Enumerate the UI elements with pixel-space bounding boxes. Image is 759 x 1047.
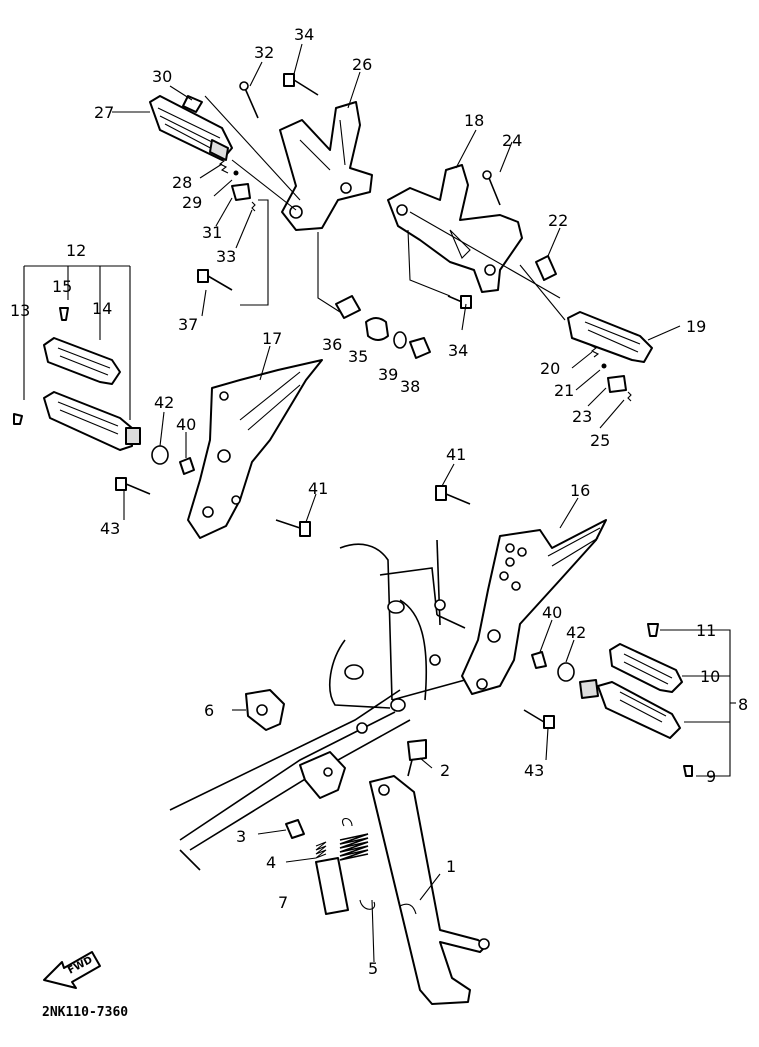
callout-41-left: 41	[308, 479, 328, 498]
callout-22: 22	[548, 211, 568, 230]
callout-32: 32	[254, 43, 274, 62]
callout-26: 26	[352, 55, 372, 74]
callout-35: 35	[348, 347, 368, 366]
callout-1: 1	[446, 857, 456, 876]
front-right-assembly	[435, 485, 736, 777]
pivot-hardware	[335, 295, 431, 359]
callout-23: 23	[572, 407, 592, 426]
callout-2: 2	[440, 761, 450, 780]
diagram-code: 2NK110-7360	[42, 1005, 128, 1020]
callout-4: 4	[266, 853, 276, 872]
callout-42-left: 42	[154, 393, 174, 412]
callout-11: 11	[696, 621, 716, 640]
callout-29: 29	[182, 193, 202, 212]
callout-13: 13	[10, 301, 30, 320]
callout-21: 21	[554, 381, 574, 400]
callout-19: 19	[686, 317, 706, 336]
callout-7: 7	[278, 893, 288, 912]
callout-20: 20	[540, 359, 560, 378]
callout-8: 8	[738, 695, 748, 714]
callout-17: 17	[262, 329, 282, 348]
callout-9: 9	[706, 767, 716, 786]
rear-left-bracket-assembly	[149, 73, 373, 313]
front-left-assembly	[13, 265, 323, 539]
callout-40-left: 40	[176, 415, 196, 434]
callout-39: 39	[378, 365, 398, 384]
side-stand-assembly	[245, 689, 490, 1005]
callout-6: 6	[204, 701, 214, 720]
callout-31: 31	[202, 223, 222, 242]
callout-25: 25	[590, 431, 610, 450]
callout-34-right: 34	[448, 341, 468, 360]
callout-24: 24	[502, 131, 522, 150]
callout-40-right: 40	[542, 603, 562, 622]
callout-36: 36	[322, 335, 342, 354]
callout-41-right: 41	[446, 445, 466, 464]
callout-5: 5	[368, 959, 378, 978]
callout-43-left: 43	[100, 519, 120, 538]
callout-15: 15	[52, 277, 72, 296]
callout-34-top: 34	[294, 25, 314, 44]
callout-43-right: 43	[524, 761, 544, 780]
callout-14: 14	[92, 299, 112, 318]
forward-arrow-icon: FWD	[43, 951, 101, 989]
callout-30: 30	[152, 67, 172, 86]
callout-33: 33	[216, 247, 236, 266]
callouts: 1 2 3 4 5 6 7 8 9 10 11 12 13 14 15 16 1…	[10, 25, 748, 978]
leader-lines	[112, 43, 700, 963]
callout-18: 18	[464, 111, 484, 130]
callout-16: 16	[570, 481, 590, 500]
rear-right-bracket-assembly	[387, 164, 653, 402]
callout-27: 27	[94, 103, 114, 122]
callout-37: 37	[178, 315, 198, 334]
callout-38: 38	[400, 377, 420, 396]
callout-42-right: 42	[566, 623, 586, 642]
callout-3: 3	[236, 827, 246, 846]
frame-section	[169, 539, 466, 871]
callout-10: 10	[700, 667, 720, 686]
callout-28: 28	[172, 173, 192, 192]
callout-12: 12	[66, 241, 86, 260]
